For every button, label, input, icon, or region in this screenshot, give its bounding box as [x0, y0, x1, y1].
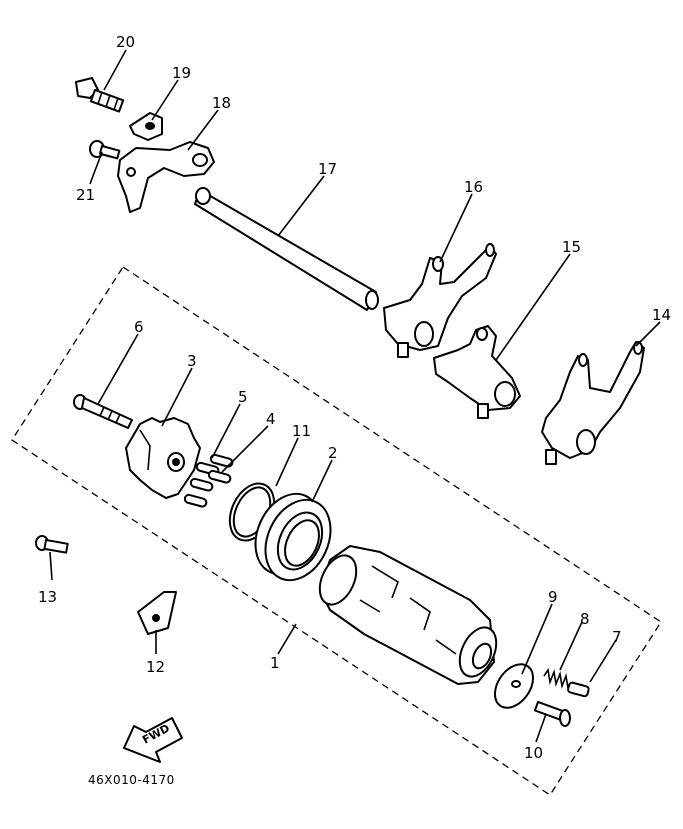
label-part-2: 2	[328, 444, 338, 462]
part-17-guide-bar	[194, 187, 379, 311]
label-part-15: 15	[562, 238, 581, 256]
part-21-screw	[89, 140, 121, 160]
label-part-19: 19	[172, 64, 191, 82]
label-part-21: 21	[76, 186, 95, 204]
label-part-18: 18	[212, 94, 231, 112]
part-7-pin	[567, 681, 590, 698]
label-part-5: 5	[238, 388, 248, 406]
label-part-7: 7	[612, 628, 622, 646]
part-3-segment	[125, 417, 201, 499]
label-part-12: 12	[146, 658, 165, 676]
part-10-screw	[533, 700, 571, 727]
part-15-shift-fork	[433, 325, 521, 419]
part-number-labels: 20 19 18 21 17 16 15 14 6 3 5 4 11 2 13 …	[38, 33, 671, 762]
part-14-shift-fork	[541, 341, 645, 465]
label-part-17: 17	[318, 160, 337, 178]
part-20-bolt	[75, 77, 125, 113]
part-8-spring	[543, 667, 569, 689]
shift-drum	[318, 545, 498, 685]
part-13-bolt	[35, 535, 69, 554]
part-18-stopper-lever	[117, 141, 215, 213]
label-part-9: 9	[548, 588, 558, 606]
label-part-16: 16	[464, 178, 483, 196]
label-part-11: 11	[292, 422, 311, 440]
label-part-20: 20	[116, 33, 135, 51]
label-part-4: 4	[266, 410, 276, 428]
fwd-arrow-icon: FWD	[123, 717, 183, 763]
label-part-14: 14	[652, 306, 671, 324]
label-part-8: 8	[580, 610, 590, 628]
part-4-pins	[207, 453, 234, 484]
part-6-bolt	[73, 394, 133, 429]
label-part-10: 10	[524, 744, 543, 762]
label-part-6: 6	[134, 318, 144, 336]
part-19-lock-washer	[129, 112, 163, 141]
label-part-1: 1	[270, 654, 280, 672]
part-12-washer	[137, 591, 177, 635]
leader-lines	[49, 49, 661, 743]
assembly-boundary	[11, 266, 662, 796]
drawing-code: 46X010-4170	[88, 773, 175, 787]
part-2-bearing	[254, 492, 332, 582]
part-9-plate	[493, 663, 535, 709]
part-16-shift-fork	[383, 243, 497, 358]
label-part-13: 13	[38, 588, 57, 606]
label-part-3: 3	[187, 352, 197, 370]
